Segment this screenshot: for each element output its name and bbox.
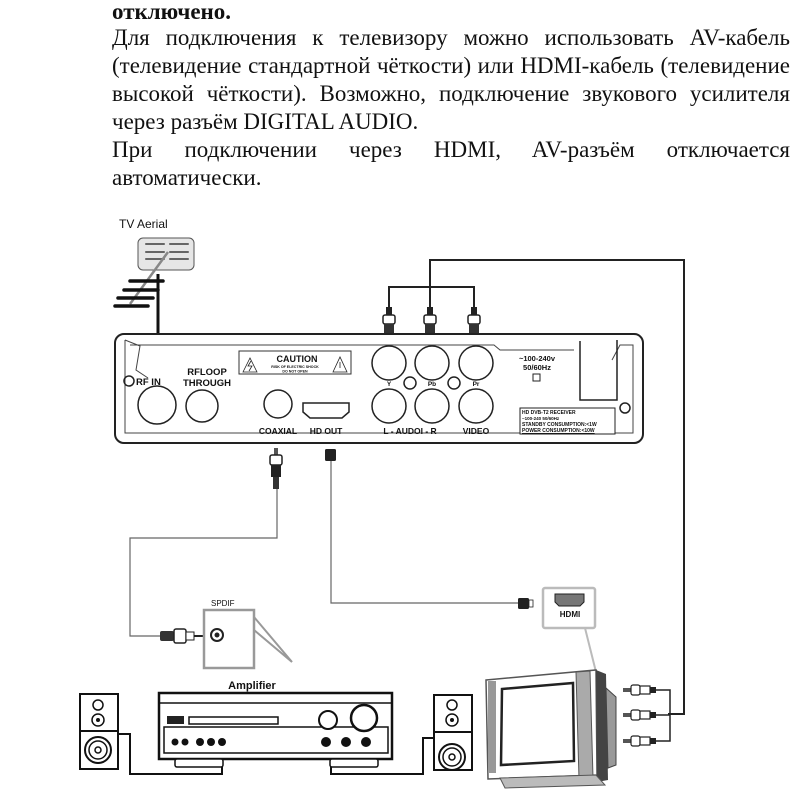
caution-line1: RISK OF ELECTRIC SHOCK <box>271 365 319 369</box>
television <box>485 669 617 789</box>
amp-display <box>188 716 279 725</box>
caution-title: CAUTION <box>277 354 318 364</box>
hdmi-cable <box>325 449 534 609</box>
av-jacks <box>371 345 494 424</box>
receiver-back-panel: RF IN RFLOOP THROUGH CAUTION RISK OF ELE… <box>114 333 644 444</box>
hdmi-label: HDMI <box>560 610 580 619</box>
speaker-left <box>79 693 119 770</box>
speaker-right <box>433 694 473 771</box>
input-selector-knob <box>318 710 338 730</box>
warning-icon <box>332 356 348 373</box>
hdmi-callout: HDMI <box>541 586 597 673</box>
pb-label: Pb <box>428 381 436 388</box>
power-cord-slot <box>579 340 618 401</box>
paragraph-connection: Для подключения к телевизору можно испол… <box>112 25 790 134</box>
rfloop-jack <box>185 389 219 423</box>
caution-line2: DO NOT OPEN <box>282 370 308 374</box>
heading-fragment: отключено. <box>112 0 232 24</box>
coaxial-jack <box>263 389 293 419</box>
paragraph-hdmi: При подключении через HDMI, AV-разъём от… <box>112 137 790 190</box>
spec-label-box <box>519 407 616 435</box>
volume-knob <box>349 703 379 733</box>
power-symbol-icon <box>532 373 541 382</box>
hdmi-plug-receiver <box>325 449 336 461</box>
rf-in-jack <box>137 385 177 425</box>
caution-label: CAUTION RISK OF ELECTRIC SHOCK DO NOT OP… <box>238 350 352 375</box>
tv-aerial: TV Aerial <box>113 217 195 376</box>
screw-hole-right <box>619 402 631 414</box>
amplifier-label: Amplifier <box>228 680 276 692</box>
rf-in-label: RF IN <box>136 377 161 388</box>
amp-front-knobs <box>171 737 371 747</box>
power-label-2: 50/60Hz <box>523 363 551 372</box>
spec-line-3: STANDBY CONSUMPTION:<1W <box>522 422 597 428</box>
video-label: VIDEO <box>463 426 490 436</box>
rfloop-label-2: THROUGH <box>183 378 231 389</box>
electric-shock-icon <box>242 357 258 373</box>
spdif-callout: SPDIF <box>202 599 293 670</box>
hdmi-plug-tv <box>518 598 529 609</box>
amplifier: Amplifier <box>157 680 394 768</box>
rfloop-label-1: RFLOOP <box>187 367 227 378</box>
hdmi-port-icon <box>554 593 585 607</box>
spec-line-1: HD DVB-T2 RECEIVER <box>522 410 576 416</box>
hd-out-label: HD OUT <box>310 426 343 436</box>
amp-power-button <box>167 716 184 724</box>
speaker-wires <box>118 733 434 775</box>
y-label: Y <box>387 381 392 388</box>
aerial-label: TV Aerial <box>119 217 168 231</box>
aerial-callout-pointer <box>128 251 170 305</box>
hdmi-out-port <box>302 402 350 419</box>
screw-hole-left <box>123 375 135 387</box>
rca-plugs-tv <box>623 684 671 747</box>
spec-line-2: ~100-240 50/60Hz <box>522 416 560 421</box>
pr-label: Pr <box>473 381 480 388</box>
spec-line-4: POWER CONSUMPTION:<10W <box>522 428 595 434</box>
coaxial-label: COAXIAL <box>259 426 297 436</box>
instruction-text: отключено. Для подключения к телевизору … <box>112 0 790 192</box>
power-label-1: ~100-240v <box>519 354 556 363</box>
audio-label: L - AUDOI - R <box>383 426 436 436</box>
spdif-label: SPDIF <box>211 599 235 608</box>
av-cable <box>388 259 685 715</box>
coaxial-cable <box>129 448 283 644</box>
